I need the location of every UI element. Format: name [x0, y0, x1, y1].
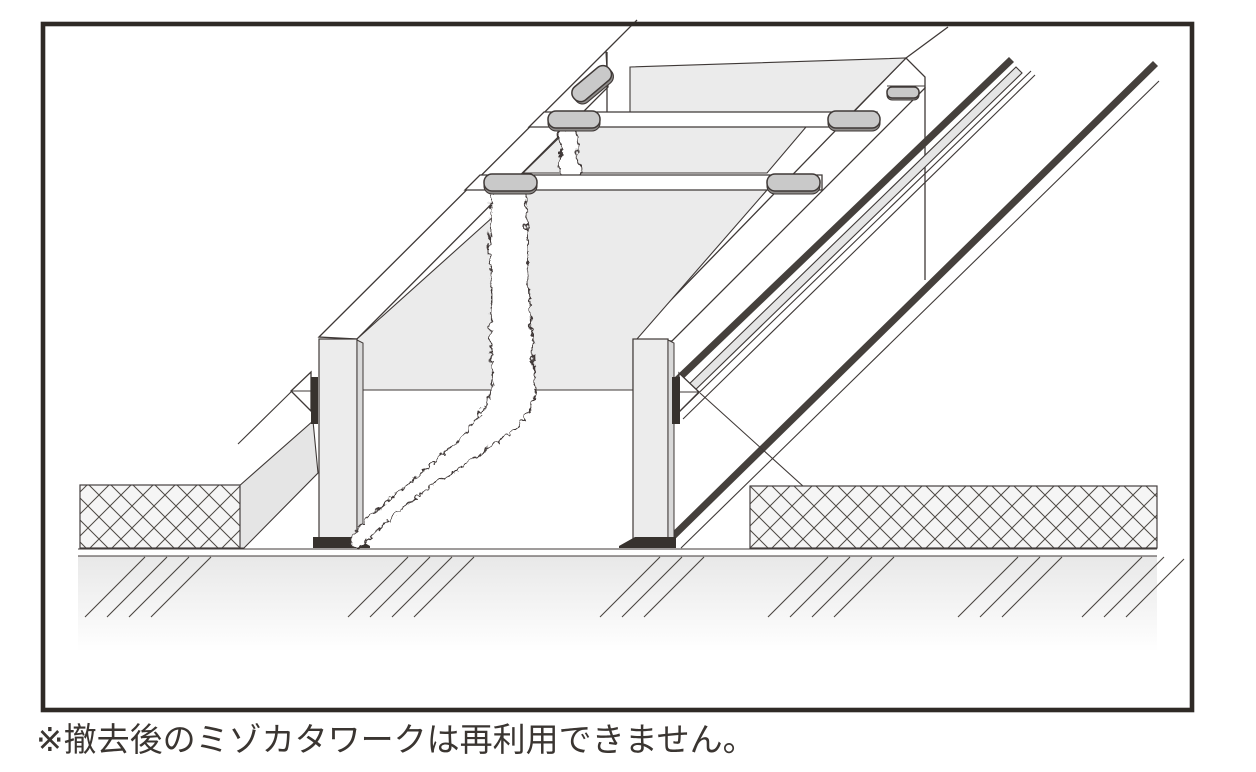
left-post-front [318, 338, 358, 541]
right-post-front [632, 338, 669, 541]
left-rail-lower-band [237, 419, 319, 549]
rail-dark-angle-strip [674, 57, 1014, 383]
ground [78, 548, 1185, 652]
left-anchor-bar [311, 377, 318, 424]
pad-lower-bar-left [483, 173, 538, 195]
distant-dark-angle-strip [656, 61, 1158, 548]
spreader-bar-lower [463, 174, 823, 191]
liner-sheet-short [554, 126, 580, 179]
left-post-side [356, 339, 364, 541]
figure-frame-border [40, 21, 1195, 713]
pad-lower-bar-right [766, 173, 821, 195]
soil-hatch-marks [84, 556, 1185, 618]
rail-bottom-edge-lines [677, 70, 1036, 420]
pad-rail-end-right [886, 86, 920, 101]
rail-ground-contact-line [699, 392, 805, 488]
right-rail-edge-extension [905, 26, 949, 59]
right-anchor-bar [672, 377, 680, 424]
left-rail-lower-edge-line [237, 390, 293, 445]
pavement-block-left [79, 484, 241, 549]
crumpled-liner-sheets [347, 126, 580, 547]
pad-angled-top-left [571, 64, 614, 105]
spreader-bars [463, 111, 878, 191]
clip-pads [483, 64, 920, 195]
liner-sheet-long [347, 189, 534, 547]
right-post-base-plate [619, 537, 676, 548]
groove-interior [356, 57, 908, 391]
distant-edge-rail [656, 61, 1160, 549]
pavement-blocks [79, 484, 1158, 549]
pad-upper-bar-right [827, 110, 881, 132]
right-post-side [667, 339, 675, 541]
rail-end-profiles [290, 370, 700, 424]
pad-upper-bar-left [547, 110, 601, 132]
figure-caption: ※撤去後のミゾカタワークは再利用できません。 [36, 721, 756, 758]
distant-rail-bottom-line [680, 80, 1160, 549]
pavement-block-right [749, 485, 1158, 549]
ground-surface-lines [78, 548, 1157, 557]
soil-band [78, 556, 1157, 652]
